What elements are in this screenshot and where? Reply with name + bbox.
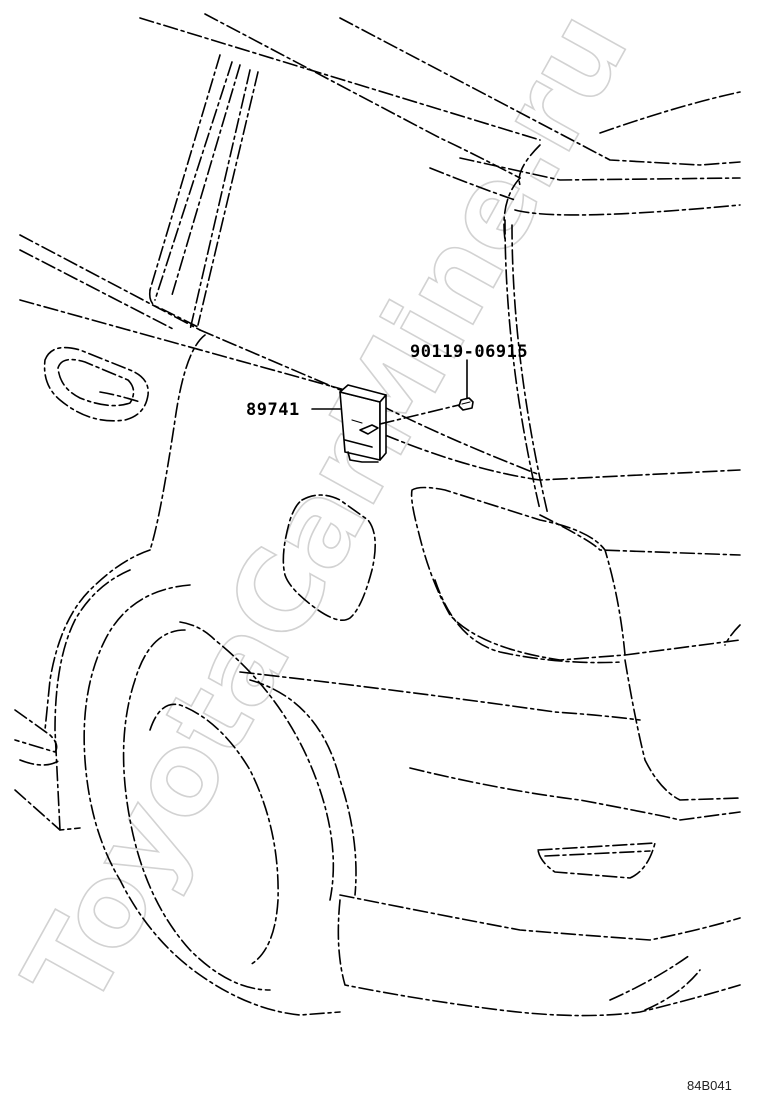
lower-door-outline	[14, 709, 81, 831]
fuel-door-outline	[282, 494, 376, 621]
leader-lines	[311, 359, 468, 425]
tail-lamp-outline	[410, 486, 741, 801]
watermark-text: ToyotaCarMine.ru	[0, 0, 654, 1029]
wheel-outline	[44, 549, 357, 1016]
door-handle-outline	[43, 346, 149, 422]
bumper-outline	[239, 671, 741, 1017]
callout-bolt-part-number: 90119-06915	[410, 342, 528, 362]
pillars	[148, 54, 549, 516]
bolt	[458, 397, 474, 411]
control-module	[339, 384, 387, 463]
door-outline	[19, 234, 741, 556]
callout-module-part-number: 89741	[246, 400, 300, 420]
watermark: ToyotaCarMine.ru	[0, 0, 654, 1029]
roof-outline	[139, 13, 741, 241]
diagram-code: 84B041	[687, 1078, 732, 1093]
